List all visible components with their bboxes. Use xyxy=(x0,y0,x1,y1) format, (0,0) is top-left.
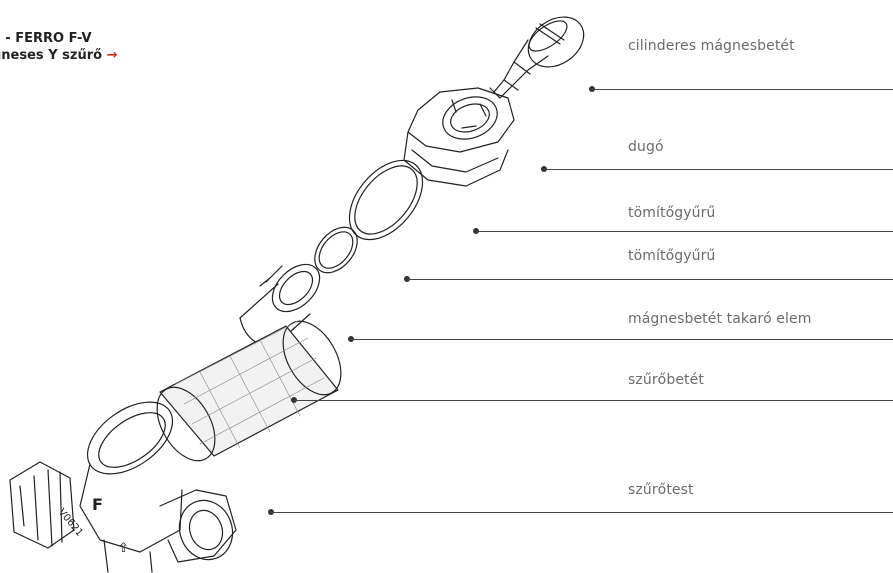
title-line-2[interactable]: gneses Y szűrő → xyxy=(0,47,117,64)
label-cylinder-magnet-insert: cilinderes mágnesbetét xyxy=(628,38,795,54)
leader-line xyxy=(476,231,893,232)
title-link-text[interactable]: gneses Y szűrő xyxy=(0,48,103,63)
arrow-right-icon[interactable]: → xyxy=(106,48,118,63)
title-line-1: a - FERRO F-V xyxy=(0,31,92,46)
label-gasket-1: tömítőgyűrű xyxy=(628,205,716,221)
label-filter-body: szűrőtest xyxy=(628,482,694,498)
label-filter-insert: szűrőbetét xyxy=(628,372,704,388)
o-ring-small-illustration xyxy=(314,226,358,274)
leader-line xyxy=(592,89,893,90)
filter-mesh-illustration xyxy=(156,319,342,462)
leader-line xyxy=(294,400,893,401)
leader-line xyxy=(544,169,893,170)
leader-line xyxy=(271,512,893,513)
filter-body-illustration xyxy=(9,401,237,573)
brand-marking: F xyxy=(92,495,103,514)
page-title: a - FERRO F-V gneses Y szűrő → xyxy=(0,30,117,64)
magnet-insert-illustration xyxy=(489,16,585,99)
label-magnet-cover: mágnesbetét takaró elem xyxy=(628,311,812,327)
label-gasket-2: tömítőgyűrű xyxy=(628,248,716,264)
leader-line xyxy=(407,279,893,280)
label-plug: dugó xyxy=(628,139,664,155)
plug-illustration xyxy=(403,87,515,187)
o-ring-large-illustration xyxy=(348,159,424,241)
leader-line xyxy=(351,339,893,340)
flow-arrow-icon: ⇧ xyxy=(118,541,129,556)
code-marking: V0621 xyxy=(56,507,85,539)
